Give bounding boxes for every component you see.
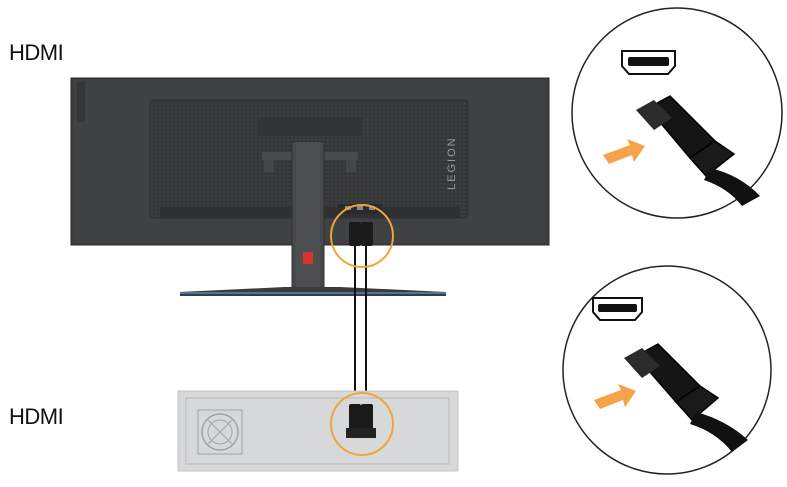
hdmi-cable (354, 245, 367, 392)
hdmi-label-computer: HDMI (9, 404, 64, 429)
insert-arrow-icon (603, 139, 645, 164)
hdmi-plug-monitor-end (349, 222, 373, 246)
side-button-strip (77, 82, 85, 122)
hdmi-plug-icon (624, 343, 748, 452)
insert-arrow-icon (594, 384, 636, 409)
vesa-bracket (258, 118, 362, 136)
hdmi-port-icon (621, 50, 676, 75)
hdmi-port-icon (592, 297, 643, 321)
hdmi-label-monitor: HDMI (9, 40, 64, 65)
hdmi-plug-icon (636, 95, 760, 206)
fan-grille-icon (197, 409, 243, 455)
detail-computer-connection (562, 265, 772, 475)
hdmi-plug-computer-end (349, 404, 361, 430)
monitor-stand (180, 141, 446, 296)
legion-logo: LEGION (446, 136, 458, 190)
monitor-port-highlight (330, 204, 394, 268)
computer-port-highlight (330, 392, 394, 456)
detail-monitor-connection (571, 7, 783, 219)
stand-accent (303, 252, 313, 264)
computer-back (177, 390, 459, 472)
